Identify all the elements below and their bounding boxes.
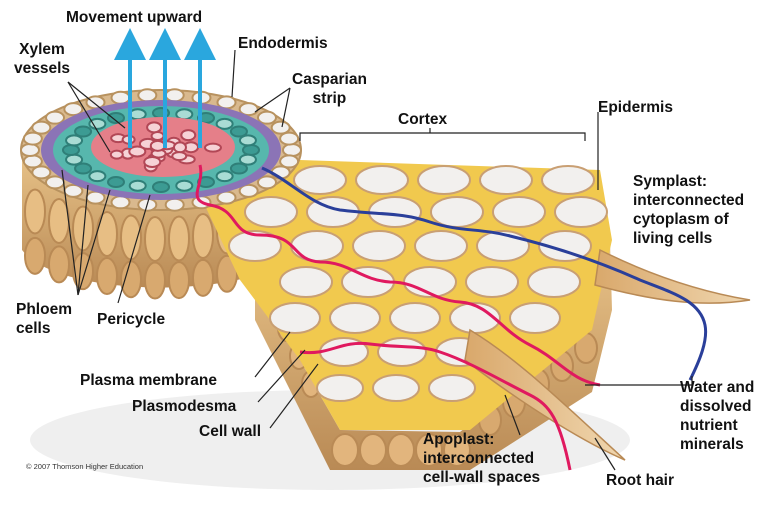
ring-cell bbox=[280, 133, 298, 145]
ring-cell bbox=[166, 89, 184, 101]
cortex-cell bbox=[429, 375, 475, 401]
label-cell-wall: Cell wall bbox=[199, 422, 261, 441]
phloem-cell bbox=[240, 135, 256, 145]
label-cortex: Cortex bbox=[398, 110, 447, 129]
cortex-cell bbox=[431, 197, 483, 227]
cortex-cell bbox=[466, 267, 518, 297]
label-pericycle: Pericycle bbox=[97, 310, 165, 329]
ring-cell bbox=[112, 92, 130, 104]
phloem-cell bbox=[89, 119, 105, 129]
label-water-minerals: Water and dissolved nutrient minerals bbox=[680, 378, 754, 454]
label-epidermis: Epidermis bbox=[598, 98, 673, 117]
ring-cell bbox=[21, 144, 39, 156]
xylem-cell bbox=[144, 157, 160, 167]
side-cell bbox=[145, 263, 165, 299]
cortex-cell bbox=[291, 231, 343, 261]
side-cell bbox=[332, 434, 358, 466]
side-cell bbox=[388, 434, 414, 466]
ring-cell bbox=[166, 199, 184, 211]
phloem-cell bbox=[108, 177, 124, 187]
ring-cell bbox=[283, 144, 301, 156]
label-movement-upward: Movement upward bbox=[66, 8, 202, 27]
cortex-cell bbox=[542, 166, 594, 194]
side-cell bbox=[193, 260, 213, 296]
phloem-cell bbox=[217, 171, 233, 181]
cortex-cell bbox=[493, 197, 545, 227]
copyright-notice: © 2007 Thomson Higher Education bbox=[26, 462, 143, 471]
phloem-cell bbox=[176, 181, 192, 191]
side-cell bbox=[25, 189, 45, 233]
cortex-cell bbox=[317, 375, 363, 401]
cortex-cell bbox=[555, 197, 607, 227]
side-cell bbox=[169, 262, 189, 298]
phloem-cell bbox=[130, 109, 146, 119]
phloem-cell bbox=[243, 145, 259, 155]
xylem-cell bbox=[181, 130, 195, 140]
xylem-cell bbox=[151, 141, 165, 151]
cortex-cell bbox=[270, 303, 320, 333]
cortex-cell bbox=[480, 166, 532, 194]
side-cell bbox=[25, 238, 45, 274]
ring-cell bbox=[24, 155, 42, 167]
label-symplast: Symplast: interconnected cytoplasm of li… bbox=[633, 172, 744, 248]
phloem-cell bbox=[153, 182, 169, 192]
side-cell bbox=[169, 216, 189, 260]
side-cell bbox=[121, 261, 141, 297]
cortex-cell bbox=[418, 166, 470, 194]
side-cell bbox=[97, 212, 117, 256]
ring-cell bbox=[46, 176, 64, 188]
cortex-cell bbox=[510, 303, 560, 333]
side-cell bbox=[49, 246, 69, 282]
xylem-cell bbox=[205, 144, 221, 152]
ring-cell bbox=[258, 112, 276, 124]
label-endodermis: Endodermis bbox=[238, 34, 328, 53]
ring-cell bbox=[32, 122, 50, 134]
label-xylem-vessels: Xylem vessels bbox=[14, 40, 70, 78]
ring-cell bbox=[258, 176, 276, 188]
ring-cell bbox=[46, 112, 64, 124]
cortex-cell bbox=[245, 197, 297, 227]
xylem-cell bbox=[172, 152, 186, 160]
label-phloem-cells: Phloem cells bbox=[16, 300, 72, 338]
cortex-cell bbox=[528, 267, 580, 297]
cortex-cell bbox=[390, 303, 440, 333]
label-plasmodesma: Plasmodesma bbox=[132, 397, 236, 416]
phloem-cell bbox=[63, 145, 79, 155]
cortex-cell bbox=[415, 231, 467, 261]
phloem-cell bbox=[89, 171, 105, 181]
cortex-cell bbox=[330, 303, 380, 333]
xylem-cell bbox=[147, 122, 161, 132]
cortex-cell bbox=[373, 375, 419, 401]
label-apoplast: Apoplast: interconnected cell-wall space… bbox=[423, 430, 540, 487]
root-hair-upper bbox=[595, 250, 750, 303]
cortex-cell bbox=[280, 267, 332, 297]
xylem-cell bbox=[174, 142, 186, 152]
ring-cell bbox=[112, 196, 130, 208]
xylem-cell bbox=[111, 151, 123, 159]
cortex-cell bbox=[294, 166, 346, 194]
cortex-cell bbox=[353, 231, 405, 261]
ring-cell bbox=[138, 89, 156, 101]
phloem-cell bbox=[66, 155, 82, 165]
cortex-cell bbox=[378, 338, 426, 366]
cortex-cell bbox=[356, 166, 408, 194]
phloem-cell bbox=[231, 164, 247, 174]
label-plasma-membrane: Plasma membrane bbox=[80, 371, 217, 390]
side-cell bbox=[193, 214, 213, 258]
label-root-hair: Root hair bbox=[606, 471, 674, 490]
side-cell bbox=[97, 258, 117, 294]
side-cell bbox=[360, 434, 386, 466]
label-casparian-strip: Casparian strip bbox=[292, 70, 367, 108]
side-cell bbox=[145, 217, 165, 261]
phloem-cell bbox=[75, 127, 91, 137]
phloem-cell bbox=[130, 181, 146, 191]
phloem-cell bbox=[217, 119, 233, 129]
